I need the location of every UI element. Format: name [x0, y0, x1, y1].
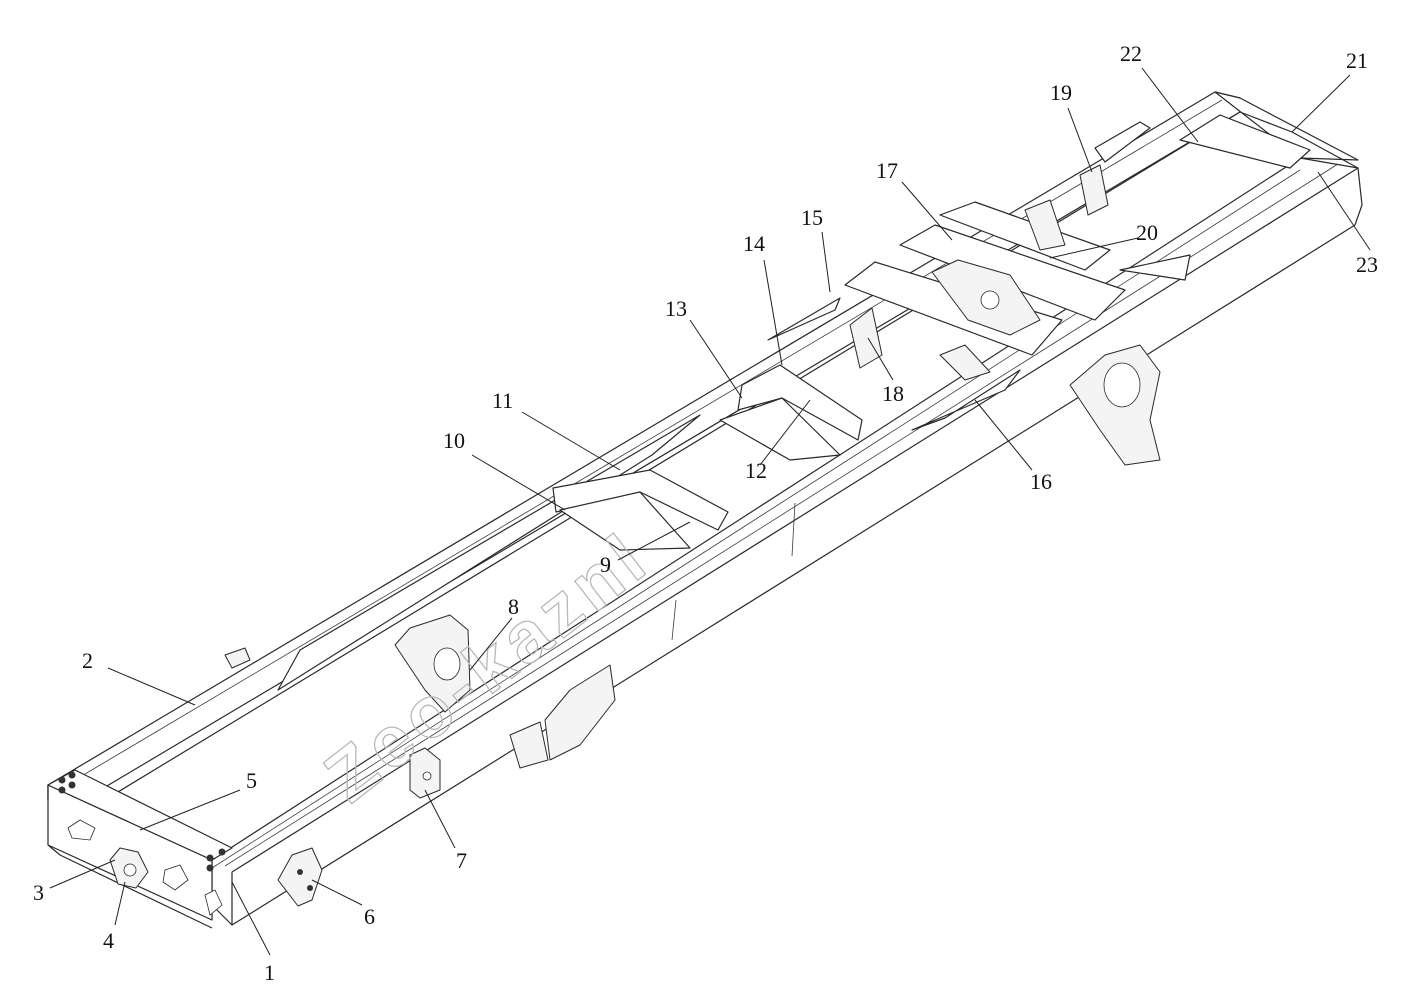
callout-20: 20	[1136, 220, 1158, 245]
front-end-details	[58, 771, 226, 916]
leader-7	[424, 789, 456, 849]
leader-14	[763, 259, 783, 366]
leader-22	[1141, 67, 1199, 143]
leader-15	[821, 231, 831, 293]
leader-2	[107, 667, 196, 706]
callout-6: 6	[364, 904, 375, 929]
tow-bracket-6	[277, 847, 323, 907]
leader-18	[867, 337, 894, 381]
callout-7: 7	[456, 848, 467, 873]
callout-9: 9	[600, 552, 611, 577]
front-spring-support	[544, 664, 616, 761]
callout-13: 13	[665, 296, 687, 321]
callout-8: 8	[508, 594, 519, 619]
leader-8	[469, 617, 513, 671]
leader-9	[617, 521, 691, 561]
leader-12	[759, 399, 811, 466]
callout-1: 1	[264, 960, 275, 985]
callout-19: 19	[1050, 80, 1072, 105]
chassis-frame	[47, 91, 1363, 929]
leader-4	[114, 881, 126, 926]
callout-22: 22	[1120, 41, 1142, 66]
leader-10	[471, 454, 566, 511]
gusset-19	[1079, 164, 1109, 216]
reinforcement-16	[911, 369, 1021, 431]
callout-2: 2	[82, 648, 93, 673]
callout-11: 11	[492, 388, 513, 413]
leader-20	[1049, 237, 1139, 259]
leader-17	[901, 181, 953, 241]
front-bracket-8	[394, 614, 471, 713]
leader-13	[689, 319, 743, 399]
leader-21	[1291, 74, 1351, 133]
callout-16: 16	[1030, 469, 1052, 494]
callout-10: 10	[443, 428, 465, 453]
callout-23: 23	[1356, 252, 1378, 277]
callout-leaders	[49, 67, 1371, 956]
brackets	[109, 164, 1161, 907]
leader-19	[1067, 107, 1093, 173]
leader-23	[1317, 171, 1371, 251]
leader-6	[311, 879, 363, 906]
crossmember-22	[1179, 114, 1311, 169]
callout-4: 4	[103, 928, 114, 953]
leader-11	[521, 411, 621, 471]
mounting-plate-17	[899, 224, 1126, 321]
callout-14: 14	[743, 231, 765, 256]
leader-16	[974, 399, 1033, 471]
callout-labels: 1 2 3 4 5 6 7 8 9 10 11 12 13 14 15 16 1…	[33, 41, 1378, 985]
leader-3	[49, 859, 116, 889]
crossmember-12	[737, 364, 863, 441]
callout-17: 17	[876, 158, 898, 183]
callout-21: 21	[1346, 48, 1368, 73]
gusset-18	[849, 307, 883, 369]
crossmember-9	[552, 469, 729, 531]
callout-18: 18	[882, 381, 904, 406]
leader-5	[139, 789, 241, 831]
callout-5: 5	[246, 768, 257, 793]
leader-1	[231, 881, 271, 956]
callout-12: 12	[745, 458, 767, 483]
callout-15: 15	[801, 205, 823, 230]
callout-3: 3	[33, 880, 44, 905]
